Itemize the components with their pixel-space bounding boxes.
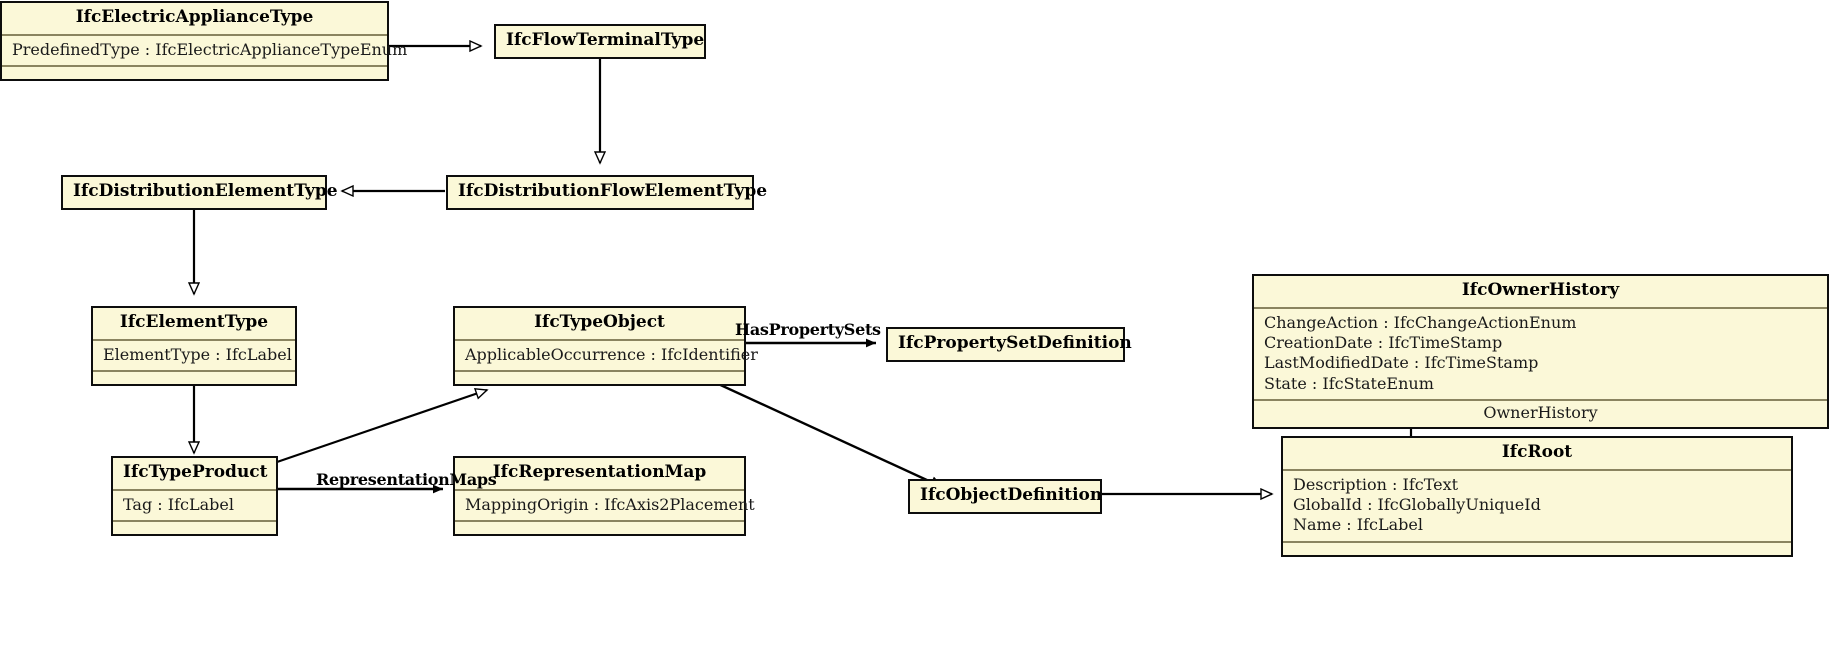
operations-compartment bbox=[455, 520, 744, 534]
class-title: IfcDistributionElementType bbox=[73, 181, 338, 201]
attribute-row: Tag : IfcLabel bbox=[123, 494, 234, 514]
class-ifc-flow-terminal-type[interactable]: IfcFlowTerminalType bbox=[494, 24, 706, 59]
class-title: IfcTypeProduct bbox=[123, 462, 268, 482]
class-ifc-distribution-flow-element-type[interactable]: IfcDistributionFlowElementType bbox=[446, 175, 768, 210]
class-ifc-root[interactable]: IfcRoot Description : IfcText GlobalId :… bbox=[1281, 436, 1793, 557]
class-ifc-type-object[interactable]: IfcTypeObject ApplicableOccurrence : Ifc… bbox=[453, 306, 758, 387]
attributes-compartment: ApplicableOccurrence : IfcIdentifier bbox=[455, 338, 758, 370]
attribute-row: LastModifiedDate : IfcTimeStamp bbox=[1264, 353, 1539, 373]
class-ifc-object-definition[interactable]: IfcObjectDefinition bbox=[908, 479, 1102, 514]
edge-typeproduct-to-typeobject bbox=[276, 390, 487, 464]
operations-compartment bbox=[455, 370, 744, 384]
operations-compartment bbox=[93, 370, 295, 384]
attributes-compartment: ChangeAction : IfcChangeActionEnum Creat… bbox=[1254, 306, 1827, 400]
operations-compartment bbox=[2, 65, 387, 79]
operations-compartment bbox=[1283, 540, 1791, 555]
class-ifc-property-set-definition[interactable]: IfcPropertySetDefinition bbox=[886, 327, 1132, 362]
class-title: IfcPropertySetDefinition bbox=[898, 333, 1132, 353]
class-title: IfcFlowTerminalType bbox=[506, 30, 705, 50]
attributes-compartment: PredefinedType : IfcElectricApplianceTyp… bbox=[2, 33, 408, 65]
attribute-row: Name : IfcLabel bbox=[1293, 515, 1423, 535]
edge-label-representation-maps: RepresentationMaps bbox=[316, 470, 497, 489]
attributes-compartment: Description : IfcText GlobalId : IfcGlob… bbox=[1283, 468, 1791, 541]
class-ifc-owner-history[interactable]: IfcOwnerHistory ChangeAction : IfcChange… bbox=[1252, 274, 1829, 429]
class-title: IfcRepresentationMap bbox=[492, 462, 707, 482]
edge-typeobject-to-objectdefinition bbox=[713, 380, 942, 489]
attribute-row: ApplicableOccurrence : IfcIdentifier bbox=[465, 344, 758, 364]
attribute-row: State : IfcStateEnum bbox=[1264, 373, 1434, 393]
operation-row: OwnerHistory bbox=[1483, 403, 1598, 423]
class-ifc-electric-appliance-type[interactable]: IfcElectricApplianceType PredefinedType … bbox=[0, 1, 408, 82]
operations-compartment bbox=[113, 520, 276, 534]
class-ifc-representation-map[interactable]: IfcRepresentationMap MappingOrigin : Ifc… bbox=[453, 456, 755, 537]
attribute-row: MappingOrigin : IfcAxis2Placement bbox=[465, 494, 755, 514]
attributes-compartment: ElementType : IfcLabel bbox=[93, 338, 295, 370]
edge-label-has-property-sets: HasPropertySets bbox=[735, 320, 881, 339]
class-title: IfcElementType bbox=[119, 312, 269, 332]
attribute-row: PredefinedType : IfcElectricApplianceTyp… bbox=[12, 39, 408, 59]
class-ifc-type-product[interactable]: IfcTypeProduct Tag : IfcLabel bbox=[111, 456, 278, 537]
class-ifc-distribution-element-type[interactable]: IfcDistributionElementType bbox=[61, 175, 338, 210]
attributes-compartment: MappingOrigin : IfcAxis2Placement bbox=[455, 488, 755, 520]
class-title: IfcDistributionFlowElementType bbox=[458, 181, 768, 201]
class-title: IfcObjectDefinition bbox=[920, 485, 1103, 505]
class-title: IfcRoot bbox=[1501, 442, 1573, 462]
attribute-row: Description : IfcText bbox=[1293, 474, 1459, 494]
attribute-row: ElementType : IfcLabel bbox=[103, 344, 292, 364]
class-ifc-element-type[interactable]: IfcElementType ElementType : IfcLabel bbox=[91, 306, 297, 387]
operations-compartment: OwnerHistory bbox=[1254, 399, 1827, 426]
attribute-row: CreationDate : IfcTimeStamp bbox=[1264, 333, 1503, 353]
class-title: IfcTypeObject bbox=[534, 312, 665, 332]
class-title: IfcOwnerHistory bbox=[1461, 280, 1620, 300]
attributes-compartment: Tag : IfcLabel bbox=[113, 488, 276, 520]
attribute-row: GlobalId : IfcGloballyUniqueId bbox=[1293, 495, 1541, 515]
class-title: IfcElectricApplianceType bbox=[75, 7, 314, 27]
attribute-row: ChangeAction : IfcChangeActionEnum bbox=[1264, 312, 1577, 332]
